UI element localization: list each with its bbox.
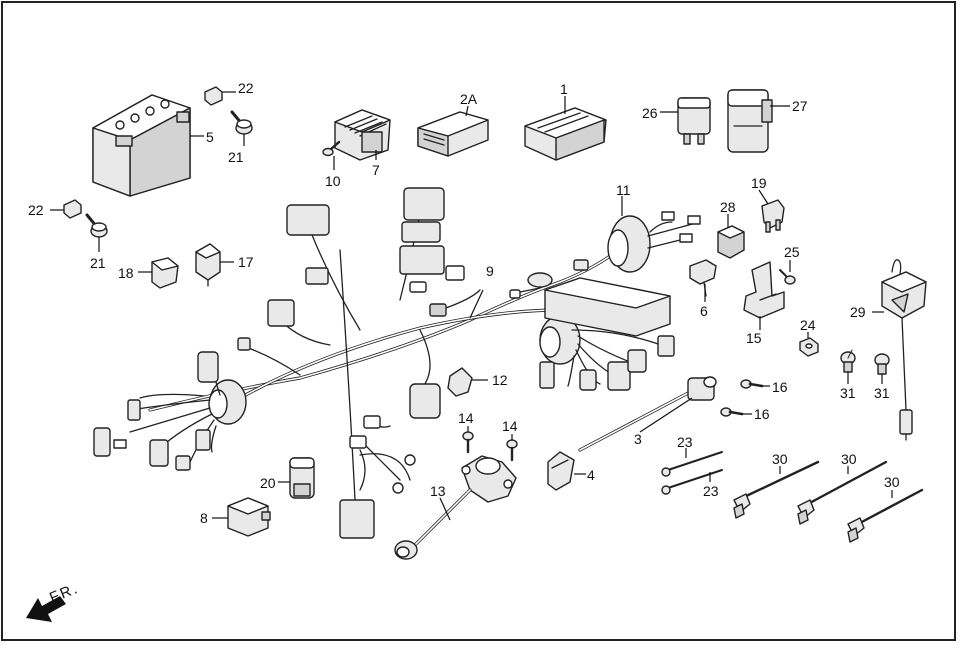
cable-tie-30-c	[847, 488, 924, 543]
clamp-23-b	[661, 469, 723, 495]
callout-14-left: 14	[458, 410, 474, 426]
bracket-15	[743, 261, 785, 319]
callout-30-b: 30	[841, 451, 857, 467]
callout-labels: 1 2A 3 4 5 6 7 8 9 10 11 12 13 14 14 15 …	[28, 80, 900, 607]
main-wire-harness	[93, 187, 701, 539]
connector-18	[151, 257, 179, 289]
bolt-25	[779, 269, 796, 285]
nut-22-left	[63, 199, 82, 219]
callout-7: 7	[372, 162, 380, 178]
bolt-21-top	[230, 110, 253, 135]
boot-4	[547, 451, 575, 491]
screw-31-right	[874, 353, 890, 375]
callout-25: 25	[784, 244, 800, 260]
callout-12: 12	[492, 372, 508, 388]
callout-16-a: 16	[772, 379, 788, 395]
callout-26: 26	[642, 105, 658, 121]
callout-21-top: 21	[228, 149, 244, 165]
fuse-19	[761, 199, 785, 233]
callout-15: 15	[746, 330, 762, 346]
callout-19: 19	[751, 175, 767, 191]
tip-over-sensor-29	[881, 259, 927, 441]
callout-31-left: 31	[840, 385, 856, 401]
callout-31-right: 31	[874, 385, 890, 401]
relay-26	[677, 97, 711, 145]
callout-30-c: 30	[884, 474, 900, 490]
starter-relay-27	[727, 89, 773, 153]
callout-22-top: 22	[238, 80, 254, 96]
callout-11: 11	[616, 182, 631, 198]
cable-tie-30-a	[733, 460, 820, 519]
nut-22-top	[204, 86, 223, 106]
callout-3: 3	[634, 431, 642, 447]
callout-10: 10	[325, 173, 341, 189]
sensor-13	[394, 455, 517, 560]
ecu-connector-1	[524, 107, 607, 161]
fuse-holder-28	[717, 225, 745, 259]
callout-23-a: 23	[677, 434, 693, 450]
callout-18: 18	[118, 265, 134, 281]
front-direction-arrow-icon	[26, 596, 66, 622]
bolt-16-b	[720, 407, 744, 417]
screw-14-left	[462, 431, 474, 454]
ecu-2a	[417, 111, 489, 157]
cable-tie-30-b	[797, 460, 888, 525]
battery	[92, 94, 191, 197]
callout-24: 24	[800, 317, 816, 333]
clamp-23-a	[661, 451, 723, 477]
bolt-21-left	[85, 213, 108, 238]
callout-1: 1	[560, 81, 568, 97]
callout-2a: 2A	[460, 91, 478, 107]
callout-8: 8	[200, 510, 208, 526]
connector-20	[289, 457, 315, 499]
callout-28: 28	[720, 199, 736, 215]
callout-13: 13	[430, 483, 446, 499]
callout-22-left: 22	[28, 202, 44, 218]
callout-21-left: 21	[90, 255, 106, 271]
callout-30-a: 30	[772, 451, 788, 467]
bolt-16-a	[740, 379, 764, 389]
screw-31-left	[840, 349, 856, 373]
screw-10	[322, 140, 341, 157]
callout-29: 29	[850, 304, 866, 320]
sensor-cable-3	[578, 376, 717, 452]
cap-12	[447, 367, 473, 397]
callout-6: 6	[700, 303, 708, 319]
callout-9: 9	[486, 263, 494, 279]
callout-14-right: 14	[502, 418, 518, 434]
leader-lines	[50, 91, 893, 521]
callout-16-b: 16	[754, 406, 770, 422]
callout-27: 27	[792, 98, 808, 114]
regulator-rectifier	[334, 109, 391, 161]
callout-4: 4	[587, 467, 595, 483]
screw-14-right	[506, 439, 518, 462]
relay-8	[227, 497, 271, 537]
connector-17	[195, 243, 221, 287]
callout-5: 5	[206, 129, 214, 145]
callout-20: 20	[260, 475, 276, 491]
nut-24	[799, 337, 819, 357]
callout-17: 17	[238, 254, 254, 270]
fuse-6	[689, 259, 717, 297]
callout-23-b: 23	[703, 483, 719, 499]
